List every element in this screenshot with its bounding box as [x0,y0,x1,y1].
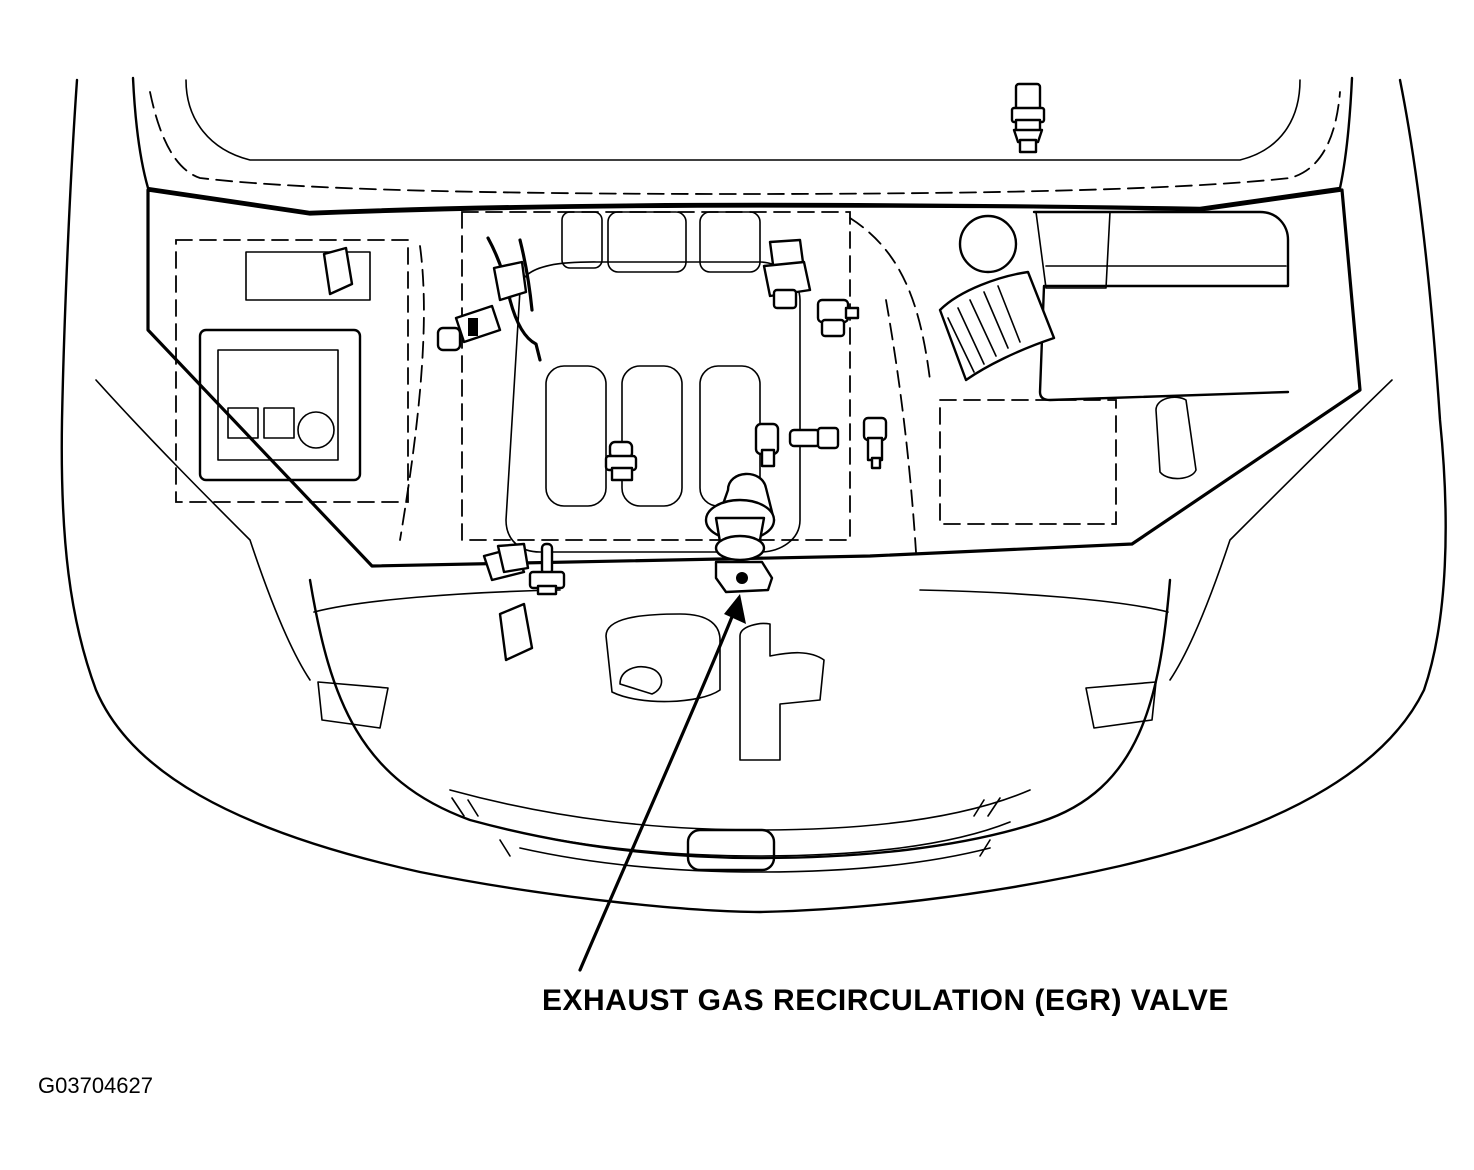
engine-bay-outline [146,188,1362,568]
egr-valve [704,472,776,594]
middle-sensors [754,422,840,468]
lower-left-connectors [482,542,566,662]
iat-sensor [816,298,860,338]
engine-bay-internals [175,210,1290,553]
right-sensor [862,416,888,470]
map-sensor [762,238,812,310]
temperature-sensor-upper [436,236,542,362]
vehicle-body [60,78,1447,914]
egr-leader-arrow [578,594,746,972]
front-core-support [313,589,1169,761]
left-connector [322,246,354,296]
engine-sensors [322,82,1046,662]
hood-sensor [1010,82,1046,154]
hood [131,76,1354,214]
egr-valve-callout: EXHAUST GAS RECIRCULATION (EGR) VALVE [542,984,1229,1017]
center-plug [604,440,638,482]
figure-id: G03704627 [38,1073,153,1098]
